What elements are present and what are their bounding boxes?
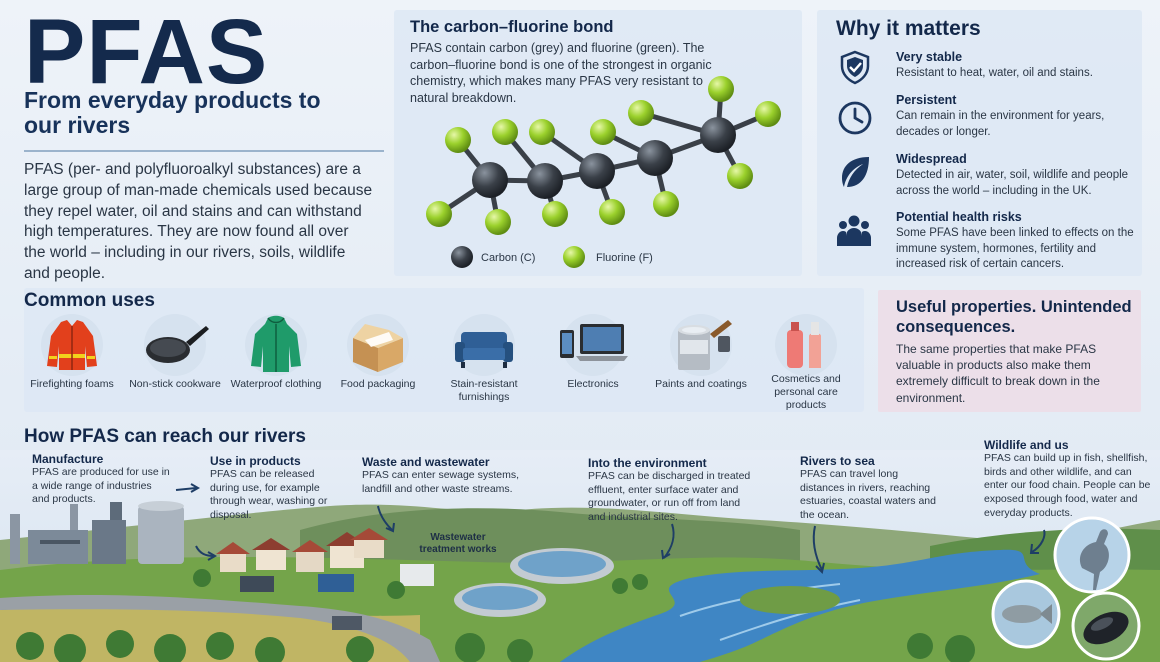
use-label-furnishings: Stain-resistant furnishings bbox=[450, 378, 518, 403]
why-it-matters-panel bbox=[817, 10, 1142, 276]
fluorine-legend-icon bbox=[563, 246, 585, 268]
why-text-persistent: Can remain in the environment for years,… bbox=[896, 110, 1105, 138]
why-head-widespread: Widespread bbox=[896, 152, 967, 166]
page-title: PFAS bbox=[24, 1, 269, 103]
wastewater-tanks bbox=[400, 548, 614, 617]
heron-circle bbox=[1053, 516, 1131, 594]
why-head-health: Potential health risks bbox=[896, 210, 1022, 224]
molecule-illustration bbox=[426, 76, 781, 268]
people-icon bbox=[837, 215, 871, 246]
river-landscape-illustration bbox=[0, 450, 1160, 662]
intro-paragraph: PFAS (per- and polyfluoroalkyl substance… bbox=[24, 161, 373, 282]
pan-icon bbox=[144, 314, 209, 376]
use-label-cosmetics: Cosmetics and personal care products bbox=[771, 373, 841, 411]
laptop-icon bbox=[560, 314, 628, 376]
use-label-firefighting: Firefighting foams bbox=[30, 378, 114, 390]
use-label-waterproof: Waterproof clothing bbox=[230, 378, 322, 390]
truck bbox=[240, 576, 274, 592]
bond-title: The carbon–fluorine bond bbox=[410, 18, 614, 36]
properties-body: The same properties that make PFAS valua… bbox=[896, 342, 1100, 405]
stage-text-environment: PFAS can be discharged in treated efflue… bbox=[588, 470, 751, 523]
stage-text-use: PFAS can be released during use, for exa… bbox=[210, 468, 328, 521]
use-label-electronics: Electronics bbox=[567, 378, 619, 390]
wastewater-works-label: Wastewater treatment works bbox=[419, 532, 497, 555]
clock-icon bbox=[838, 101, 872, 135]
reach-title: How PFAS can reach our rivers bbox=[24, 426, 306, 447]
jacket-icon bbox=[41, 314, 103, 376]
use-label-packaging: Food packaging bbox=[340, 378, 416, 390]
factory bbox=[10, 501, 184, 564]
uses-title: Common uses bbox=[24, 290, 155, 311]
use-label-paints: Paints and coatings bbox=[655, 378, 747, 390]
stage-head-manufacture: Manufacture bbox=[32, 452, 104, 466]
legend-fluorine-label: Fluorine (F) bbox=[596, 252, 653, 264]
why-text-health: Some PFAS have been linked to effects on… bbox=[896, 227, 1134, 271]
sofa-icon bbox=[453, 314, 515, 376]
stage-head-environment: Into the environment bbox=[588, 456, 707, 470]
stage-head-use: Use in products bbox=[210, 454, 301, 468]
houses bbox=[216, 528, 388, 572]
why-text-widespread: Detected in air, water, soil, wildlife a… bbox=[896, 169, 1129, 197]
stage-text-waste: PFAS can enter sewage systems, landfill … bbox=[362, 469, 519, 495]
cosmetics-icon bbox=[775, 314, 837, 376]
stage-text-manufacture: PFAS are produced for use in a wide rang… bbox=[32, 466, 170, 506]
properties-title: Useful properties. Unintended consequenc… bbox=[896, 298, 1132, 336]
stage-head-rivers: Rivers to sea bbox=[800, 454, 875, 468]
leaf-icon bbox=[842, 157, 869, 187]
shield-icon bbox=[840, 50, 870, 85]
legend-carbon-label: Carbon (C) bbox=[481, 252, 536, 264]
why-text-stable: Resistant to heat, water, oil and stains… bbox=[896, 67, 1093, 79]
carbon-atoms bbox=[472, 117, 736, 199]
why-head-stable: Very stable bbox=[896, 50, 963, 64]
properties-panel bbox=[878, 290, 1141, 412]
stage-text-rivers: PFAS can travel long distances in rivers… bbox=[800, 468, 936, 521]
stage-text-wildlife: PFAS can build up in fish, shellfish, bi… bbox=[984, 452, 1151, 519]
truck bbox=[318, 574, 354, 592]
page-subtitle: From everyday products to our rivers bbox=[24, 87, 321, 139]
flow-arrows bbox=[175, 483, 1046, 574]
fluorine-atoms bbox=[426, 76, 781, 235]
why-title: Why it matters bbox=[836, 17, 981, 40]
car bbox=[332, 616, 362, 630]
why-head-persistent: Persistent bbox=[896, 93, 957, 107]
carbon-legend-icon bbox=[451, 246, 473, 268]
use-label-cookware: Non-stick cookware bbox=[129, 378, 221, 390]
intro-divider bbox=[24, 150, 384, 152]
bond-description: PFAS contain carbon (grey) and fluorine … bbox=[410, 41, 712, 105]
mussel-circle bbox=[1071, 591, 1141, 661]
stage-head-waste: Waste and wastewater bbox=[362, 455, 490, 469]
stage-head-wildlife: Wildlife and us bbox=[984, 438, 1069, 452]
raincoat-icon bbox=[245, 314, 307, 376]
box-icon bbox=[347, 314, 409, 376]
trees bbox=[16, 569, 975, 662]
fish-circle bbox=[991, 579, 1061, 649]
paint-can-icon bbox=[670, 314, 732, 376]
